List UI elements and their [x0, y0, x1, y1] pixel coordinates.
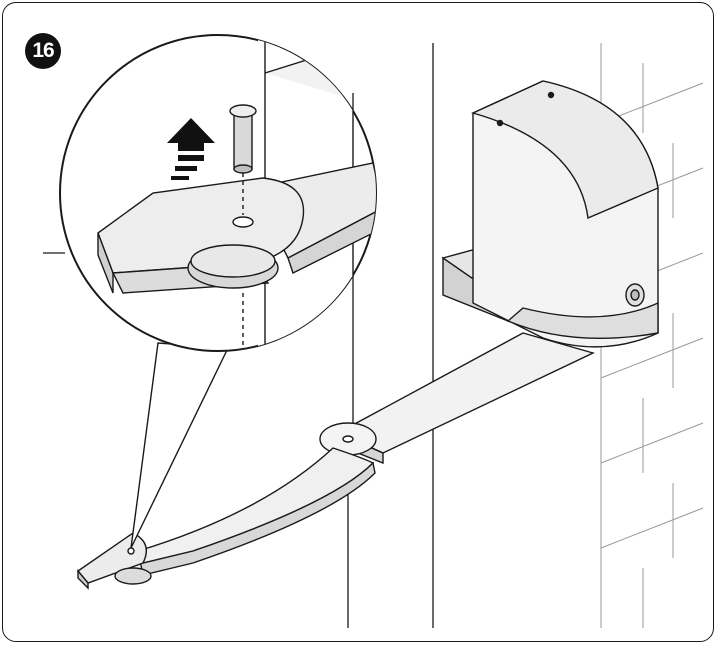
motor-arm [319, 332, 595, 465]
pin-icon [229, 104, 257, 174]
detail-magnifier [59, 34, 377, 352]
installation-diagram [43, 34, 704, 628]
gate-motor [441, 80, 659, 348]
step-number-badge: 16 [25, 33, 61, 69]
gate-bracket [76, 532, 152, 590]
brick-wall [600, 43, 704, 628]
callout-pointer [130, 342, 230, 549]
up-arrow-icon [167, 118, 215, 180]
curved-arm [137, 447, 376, 576]
